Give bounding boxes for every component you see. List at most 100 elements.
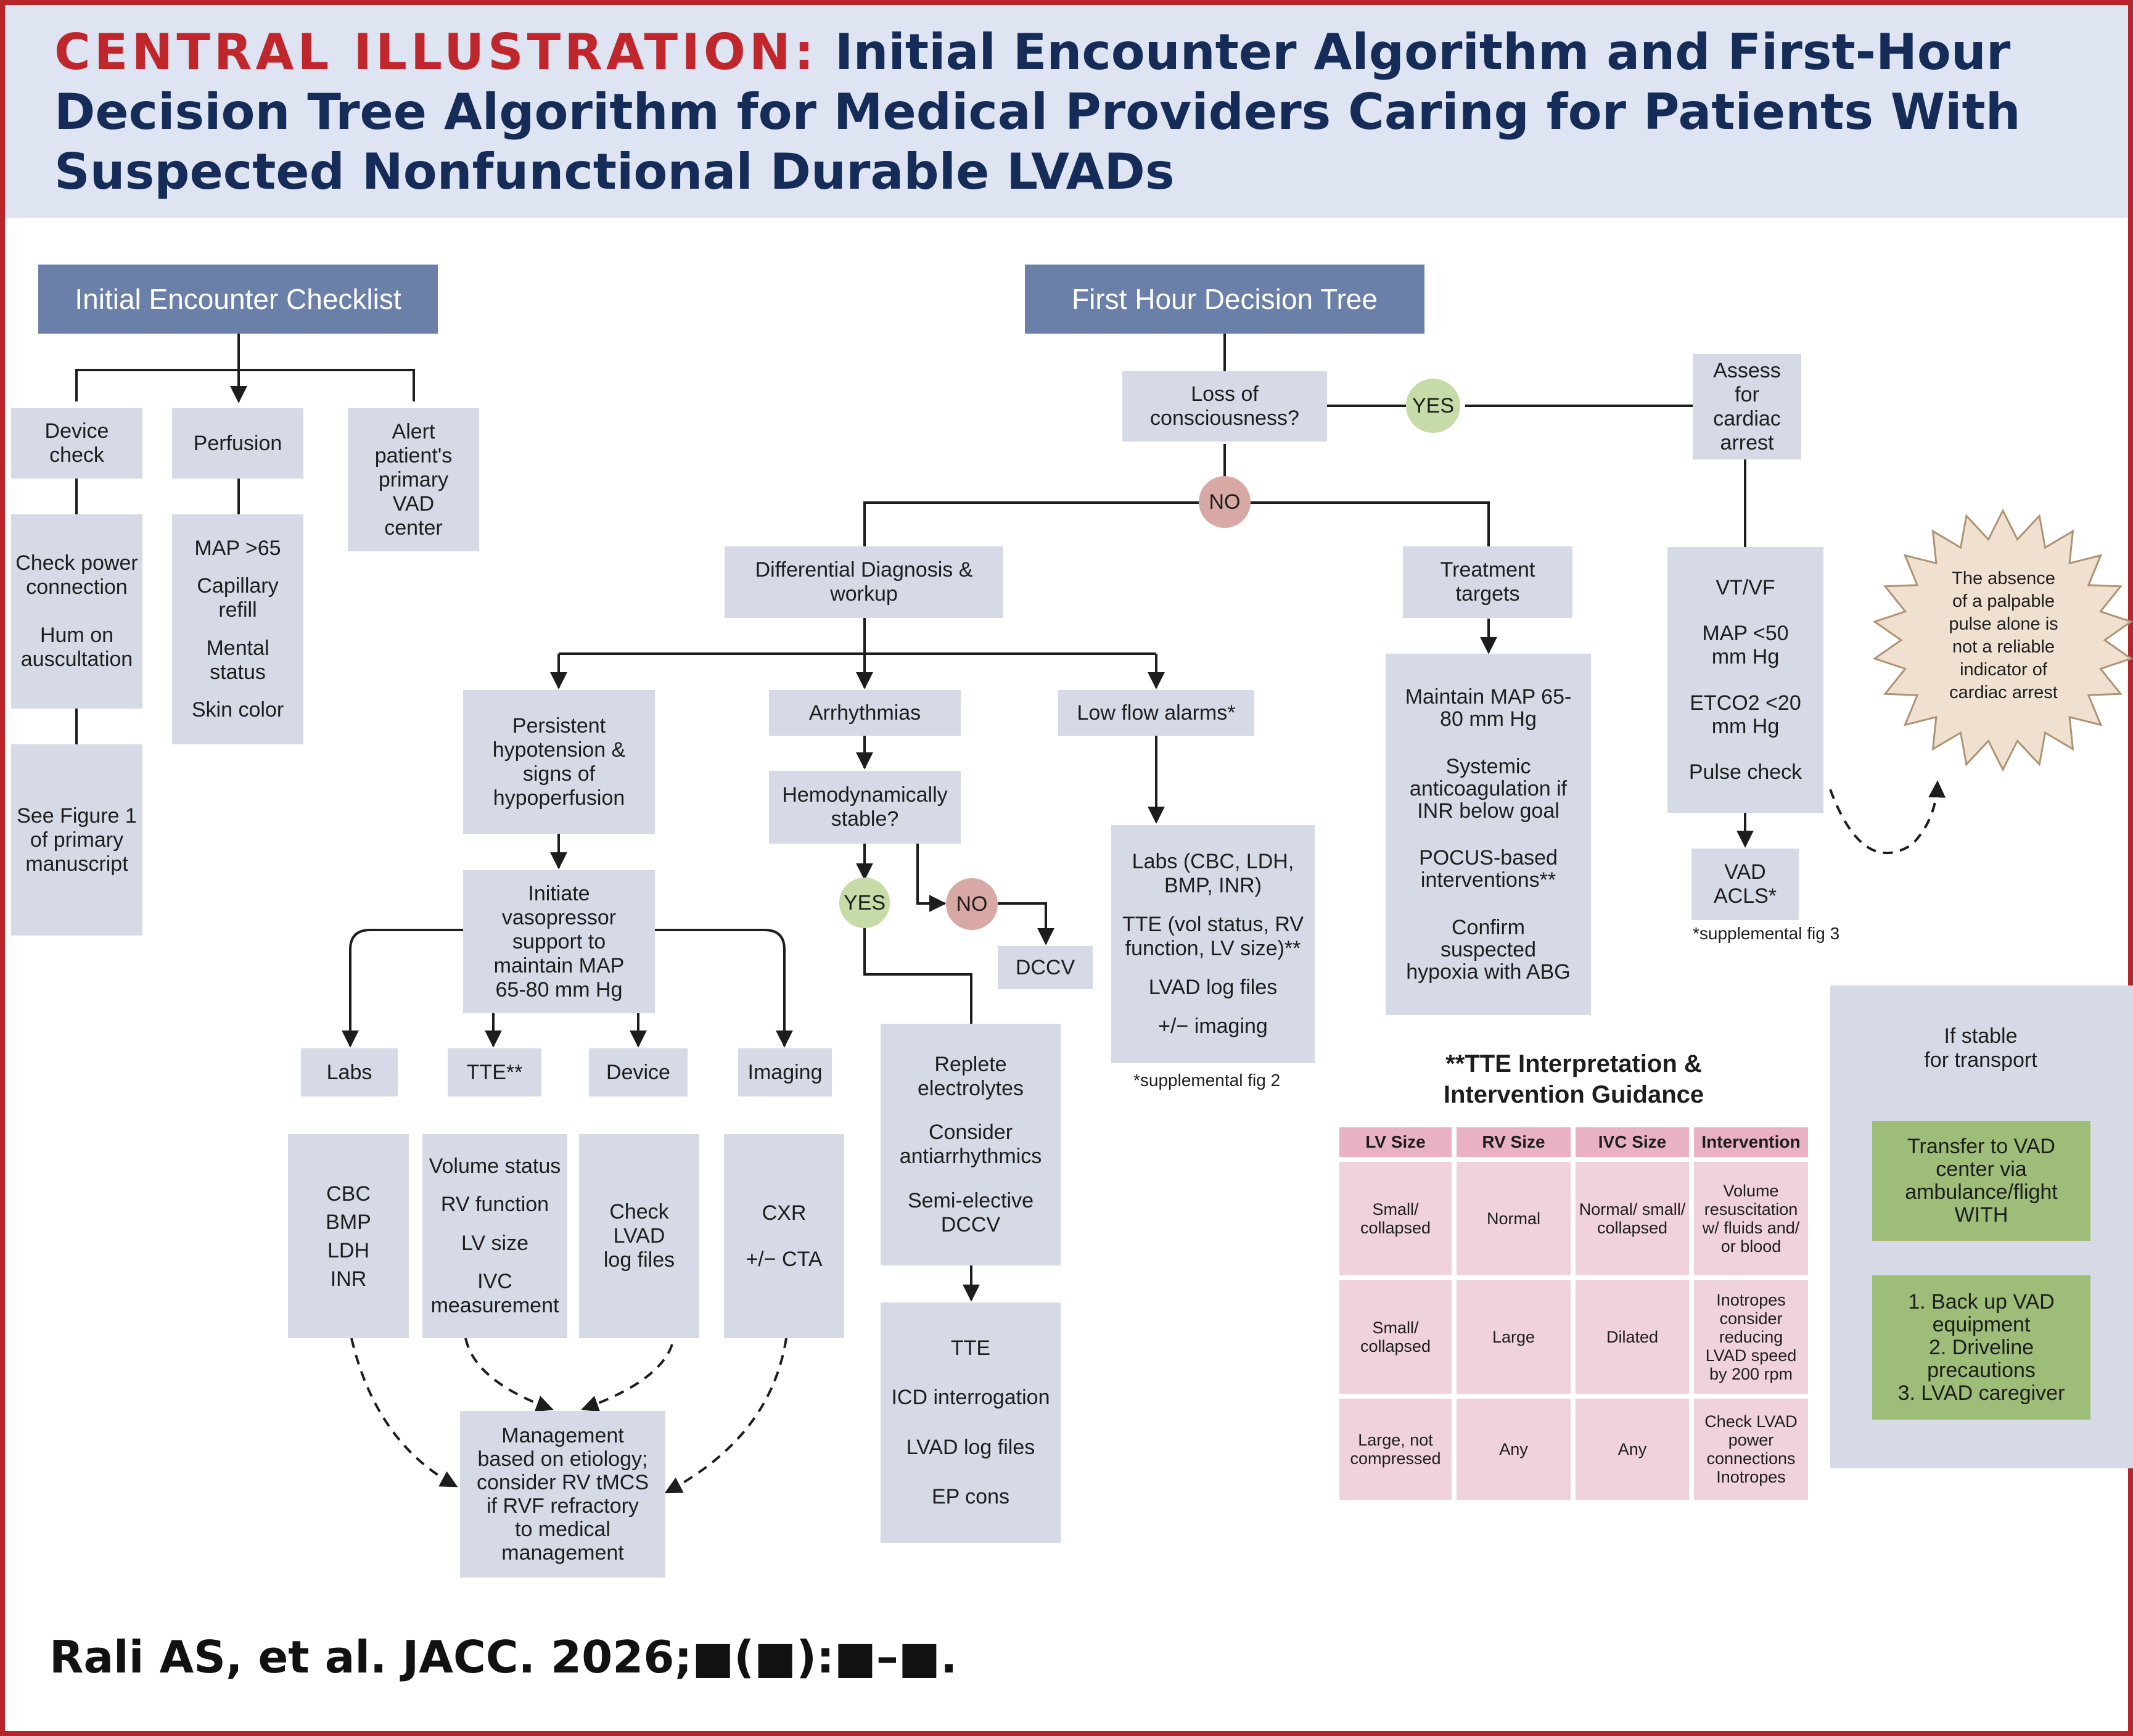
dccv-box: DCCV — [998, 946, 1093, 989]
check-lvad-box: Check LVAD log files — [579, 1134, 699, 1338]
cardiac-arrest-note-starburst — [1872, 508, 2133, 772]
checklist-title: Initial Encounter Checklist — [38, 265, 438, 334]
assess-line: for — [1735, 382, 1759, 406]
transfer-line: WITH — [1954, 1203, 2008, 1227]
cxr-box: CXR +/− CTA — [724, 1134, 844, 1338]
semi-elective-text: Semi-elective DCCV — [907, 1188, 1034, 1236]
hemo-no-circle: NO — [946, 878, 998, 930]
hemodynamically-stable-box: Hemodynamically stable? — [769, 771, 961, 844]
persistent-line: hypoperfusion — [493, 786, 625, 810]
ddx-line: workup — [830, 582, 898, 606]
lvad-log-text: LVAD log files — [906, 1435, 1035, 1459]
table-cell: Any — [1457, 1399, 1571, 1500]
alert-line: primary — [378, 467, 449, 492]
antiarrhythmics-text: Consider antiarrhythmics — [899, 1121, 1042, 1168]
no-circle: NO — [1199, 476, 1251, 528]
tte-title-line: Intervention Guidance — [1443, 1081, 1704, 1108]
requirement-line: 1. Back up VAD — [1908, 1290, 2055, 1314]
table-cell: Normal — [1457, 1162, 1571, 1275]
transfer-box: Transfer to VAD center via ambulance/fli… — [1872, 1121, 2090, 1241]
transfer-line: center via — [1936, 1158, 2027, 1181]
table-header: LV Size — [1339, 1127, 1452, 1157]
transfer-line: Transfer to VAD — [1907, 1135, 2055, 1158]
management-line: based on etiology; — [477, 1447, 648, 1471]
volume-status-box: Volume status RV function LV size IVC me… — [422, 1134, 567, 1338]
tte-title-line: **TTE Interpretation & — [1445, 1050, 1702, 1077]
differential-diagnosis-box: Differential Diagnosis & workup — [725, 546, 1003, 618]
anticoagulation-text: Systemic anticoagulation if INR below go… — [1409, 754, 1568, 823]
labs-to-management-dashed — [350, 1338, 458, 1487]
inr-text: INR — [330, 1267, 367, 1291]
initiate-line: Initiate — [528, 881, 590, 905]
mental-text: Mental status — [206, 636, 269, 684]
pocus-text: POCUS-based interventions** — [1419, 846, 1558, 892]
loss-line: consciousness? — [1150, 406, 1299, 430]
star-line: The absence — [1952, 569, 2055, 588]
requirement-line: precautions — [1927, 1358, 2036, 1382]
management-line: Management — [501, 1424, 624, 1447]
citation: Rali AS, et al. JACC. 2026;■(■):■–■. — [49, 1631, 958, 1683]
yes-circle: YES — [1406, 379, 1460, 433]
if-stable-line: for transport — [1924, 1048, 2037, 1072]
supplemental-fig-2-note: *supplemental fig 2 — [1133, 1071, 1281, 1090]
device-box: Device — [589, 1048, 688, 1096]
assess-cardiac-arrest-box: Assess for cardiac arrest — [1693, 354, 1801, 459]
labs-list-box: CBC BMP LDH INR — [288, 1134, 409, 1338]
alert-line: Alert — [392, 419, 435, 443]
persistent-line: Persistent — [512, 714, 606, 738]
low-flow-alarms-box: Low flow alarms* — [1058, 690, 1254, 736]
star-line: cardiac arrest — [1949, 683, 2058, 702]
device-check-line: check — [49, 443, 104, 467]
table-header: Intervention — [1694, 1127, 1808, 1157]
tte-guidance-title: **TTE Interpretation & Intervention Guid… — [1339, 1048, 1808, 1110]
table-cell: Check LVAD power connections Inotropes — [1694, 1399, 1808, 1500]
bmp-text: BMP — [326, 1210, 371, 1234]
perfusion-items: MAP >65 Capillary refill Mental status S… — [172, 514, 303, 744]
loss-line: Loss of — [1191, 382, 1259, 406]
title-rest: Initial Encounter Algorithm and First-Ho… — [54, 23, 2021, 200]
assess-line: Assess — [1713, 358, 1781, 382]
pulse-check-text: Pulse check — [1688, 760, 1802, 784]
table-cell: Small/ collapsed — [1339, 1280, 1452, 1394]
star-line: pulse alone is — [1949, 614, 2058, 634]
labs-box: Labs — [301, 1048, 398, 1096]
transfer-line: ambulance/flight — [1905, 1180, 2058, 1204]
check-lvad-line: Check — [609, 1200, 669, 1224]
requirement-line: 2. Driveline — [1928, 1335, 2034, 1359]
map-text: MAP >65 — [194, 537, 281, 561]
table-cell: Any — [1576, 1399, 1689, 1500]
check-lvad-line: log files — [603, 1248, 675, 1272]
low-flow-workup-box: Labs (CBC, LDH, BMP, INR) TTE (vol statu… — [1111, 825, 1315, 1063]
icd-text: ICD interrogation — [891, 1386, 1050, 1410]
hum-text: Hum on auscultation — [20, 623, 133, 672]
ivc-text: IVC measurement — [430, 1269, 559, 1317]
check-power-text: Check power connection — [15, 551, 138, 599]
table-cell: Volume resuscitation w/ fluids and/ or b… — [1694, 1162, 1808, 1275]
loss-of-consciousness-box: Loss of consciousness? — [1122, 371, 1327, 442]
star-line: not a reliable — [1952, 637, 2055, 657]
management-line: if RVF refractory — [487, 1494, 639, 1518]
tte-box: TTE** — [448, 1048, 541, 1096]
device-to-management-dashed — [581, 1344, 673, 1412]
hypoxia-text: Confirm suspected hypoxia with ABG — [1406, 915, 1571, 984]
imaging-box: Imaging — [738, 1048, 832, 1096]
initiate-line: 65-80 mm Hg — [495, 977, 623, 1002]
management-line: to medical — [515, 1518, 610, 1541]
tte-to-management-dashed — [464, 1338, 554, 1412]
pulse-check-to-note-dashed — [1829, 780, 1946, 855]
persistent-line: hypotension & — [492, 738, 626, 762]
page-title: CENTRAL ILLUSTRATION: Initial Encounter … — [54, 22, 2065, 202]
initiate-vasopressor-box: Initiate vasopressor support to maintain… — [463, 870, 655, 1013]
treatment-line: targets — [1455, 582, 1520, 606]
hemo-line: stable? — [831, 807, 899, 831]
device-check-box: Device check — [11, 408, 142, 479]
no-branch-line — [863, 501, 1490, 546]
treatment-line: Treatment — [1440, 558, 1535, 582]
cta-text: +/− CTA — [746, 1247, 823, 1271]
treatment-targets-list: Maintain MAP 65-80 mm Hg Systemic antico… — [1386, 654, 1591, 1015]
vad-acls-box: VAD ACLS* — [1691, 849, 1799, 920]
lvad-log-text: LVAD log files — [1148, 976, 1278, 999]
check-lvad-line: LVAD — [613, 1224, 665, 1248]
replete-text: Replete electrolytes — [918, 1052, 1024, 1100]
